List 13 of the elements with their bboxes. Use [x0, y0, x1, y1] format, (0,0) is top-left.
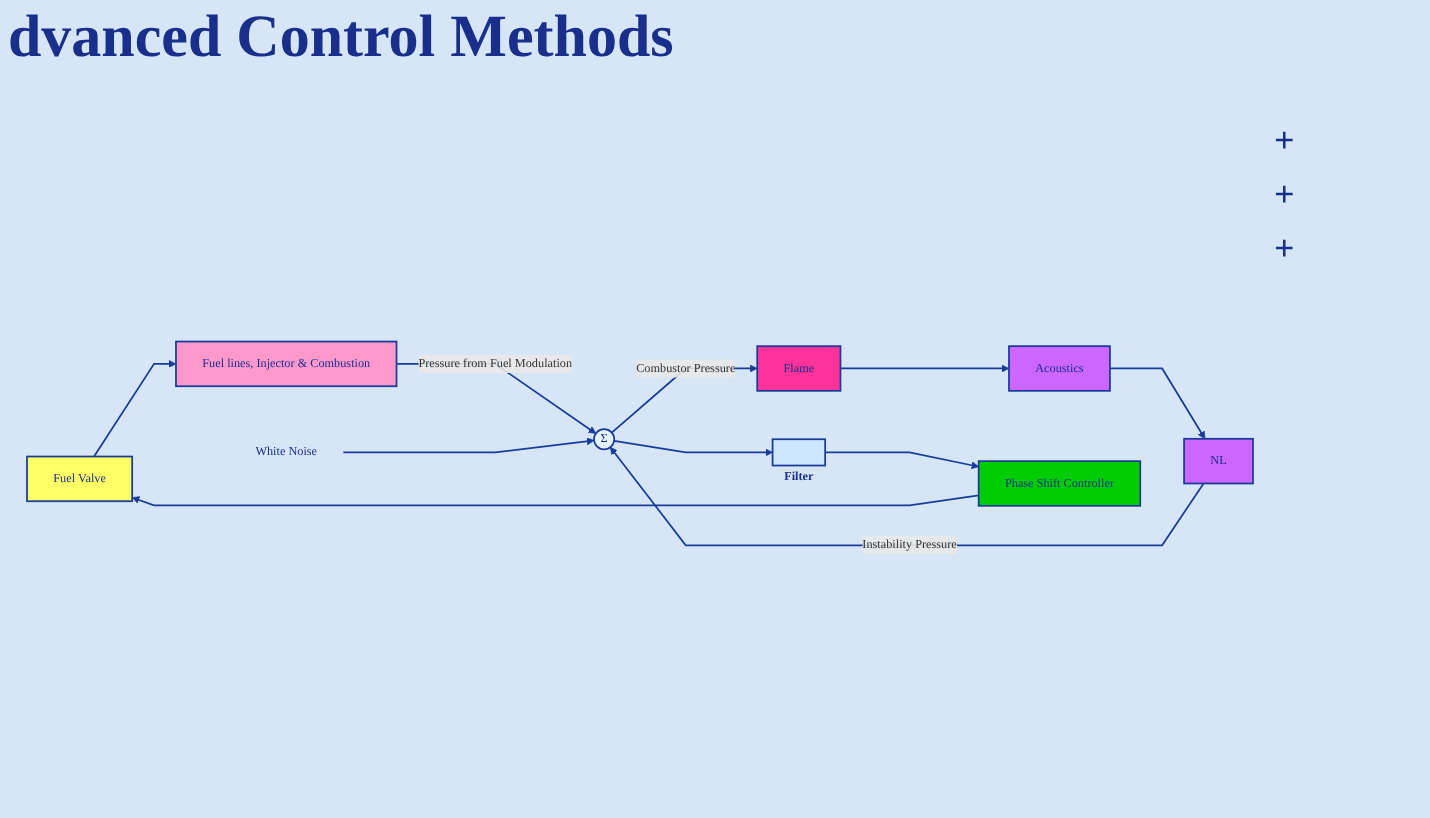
sign-label: +: [1274, 120, 1297, 162]
node-box: [771, 438, 826, 467]
sign-label: +: [1274, 228, 1297, 270]
arrow: [342, 437, 595, 454]
arrow: [824, 451, 979, 470]
arrow: [839, 364, 1010, 373]
arrow: [93, 360, 177, 458]
arrow: [609, 446, 1205, 547]
title: dvanced Control Methods: [8, 4, 676, 72]
arrow: [1109, 367, 1206, 440]
arrow: [131, 494, 980, 507]
sign-label: +: [1274, 174, 1297, 216]
arrow: [613, 439, 773, 457]
